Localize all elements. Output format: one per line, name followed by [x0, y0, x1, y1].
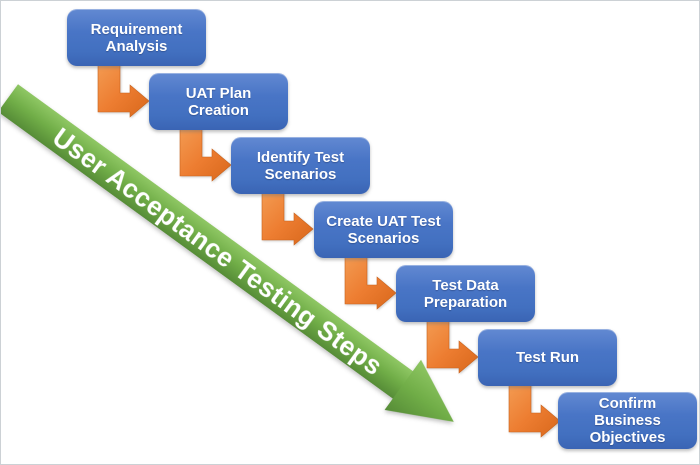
step-box-identify-test-scenarios: Identify Test Scenarios — [231, 137, 370, 194]
step-box-create-uat-test-scenarios: Create UAT Test Scenarios — [314, 201, 453, 258]
elbow-arrow-connector-4 — [344, 255, 397, 310]
elbow-arrow-connector-2 — [179, 127, 232, 182]
elbow-arrow-connector-1 — [97, 63, 150, 118]
step-box-requirement-analysis: Requirement Analysis — [67, 9, 206, 66]
elbow-arrow-connector-5 — [426, 319, 479, 374]
step-box-confirm-business-objectives: Confirm Business Objectives — [558, 392, 697, 449]
banner-arrow-shaft — [1, 84, 417, 401]
step-box-test-run: Test Run — [478, 329, 617, 386]
step-box-uat-plan-creation: UAT Plan Creation — [149, 73, 288, 130]
step-box-test-data-preparation: Test Data Preparation — [396, 265, 535, 322]
elbow-arrow-connector-6 — [508, 383, 561, 438]
banner-arrowhead — [384, 359, 454, 422]
connectors — [97, 63, 561, 438]
elbow-arrow-connector-3 — [261, 191, 314, 246]
